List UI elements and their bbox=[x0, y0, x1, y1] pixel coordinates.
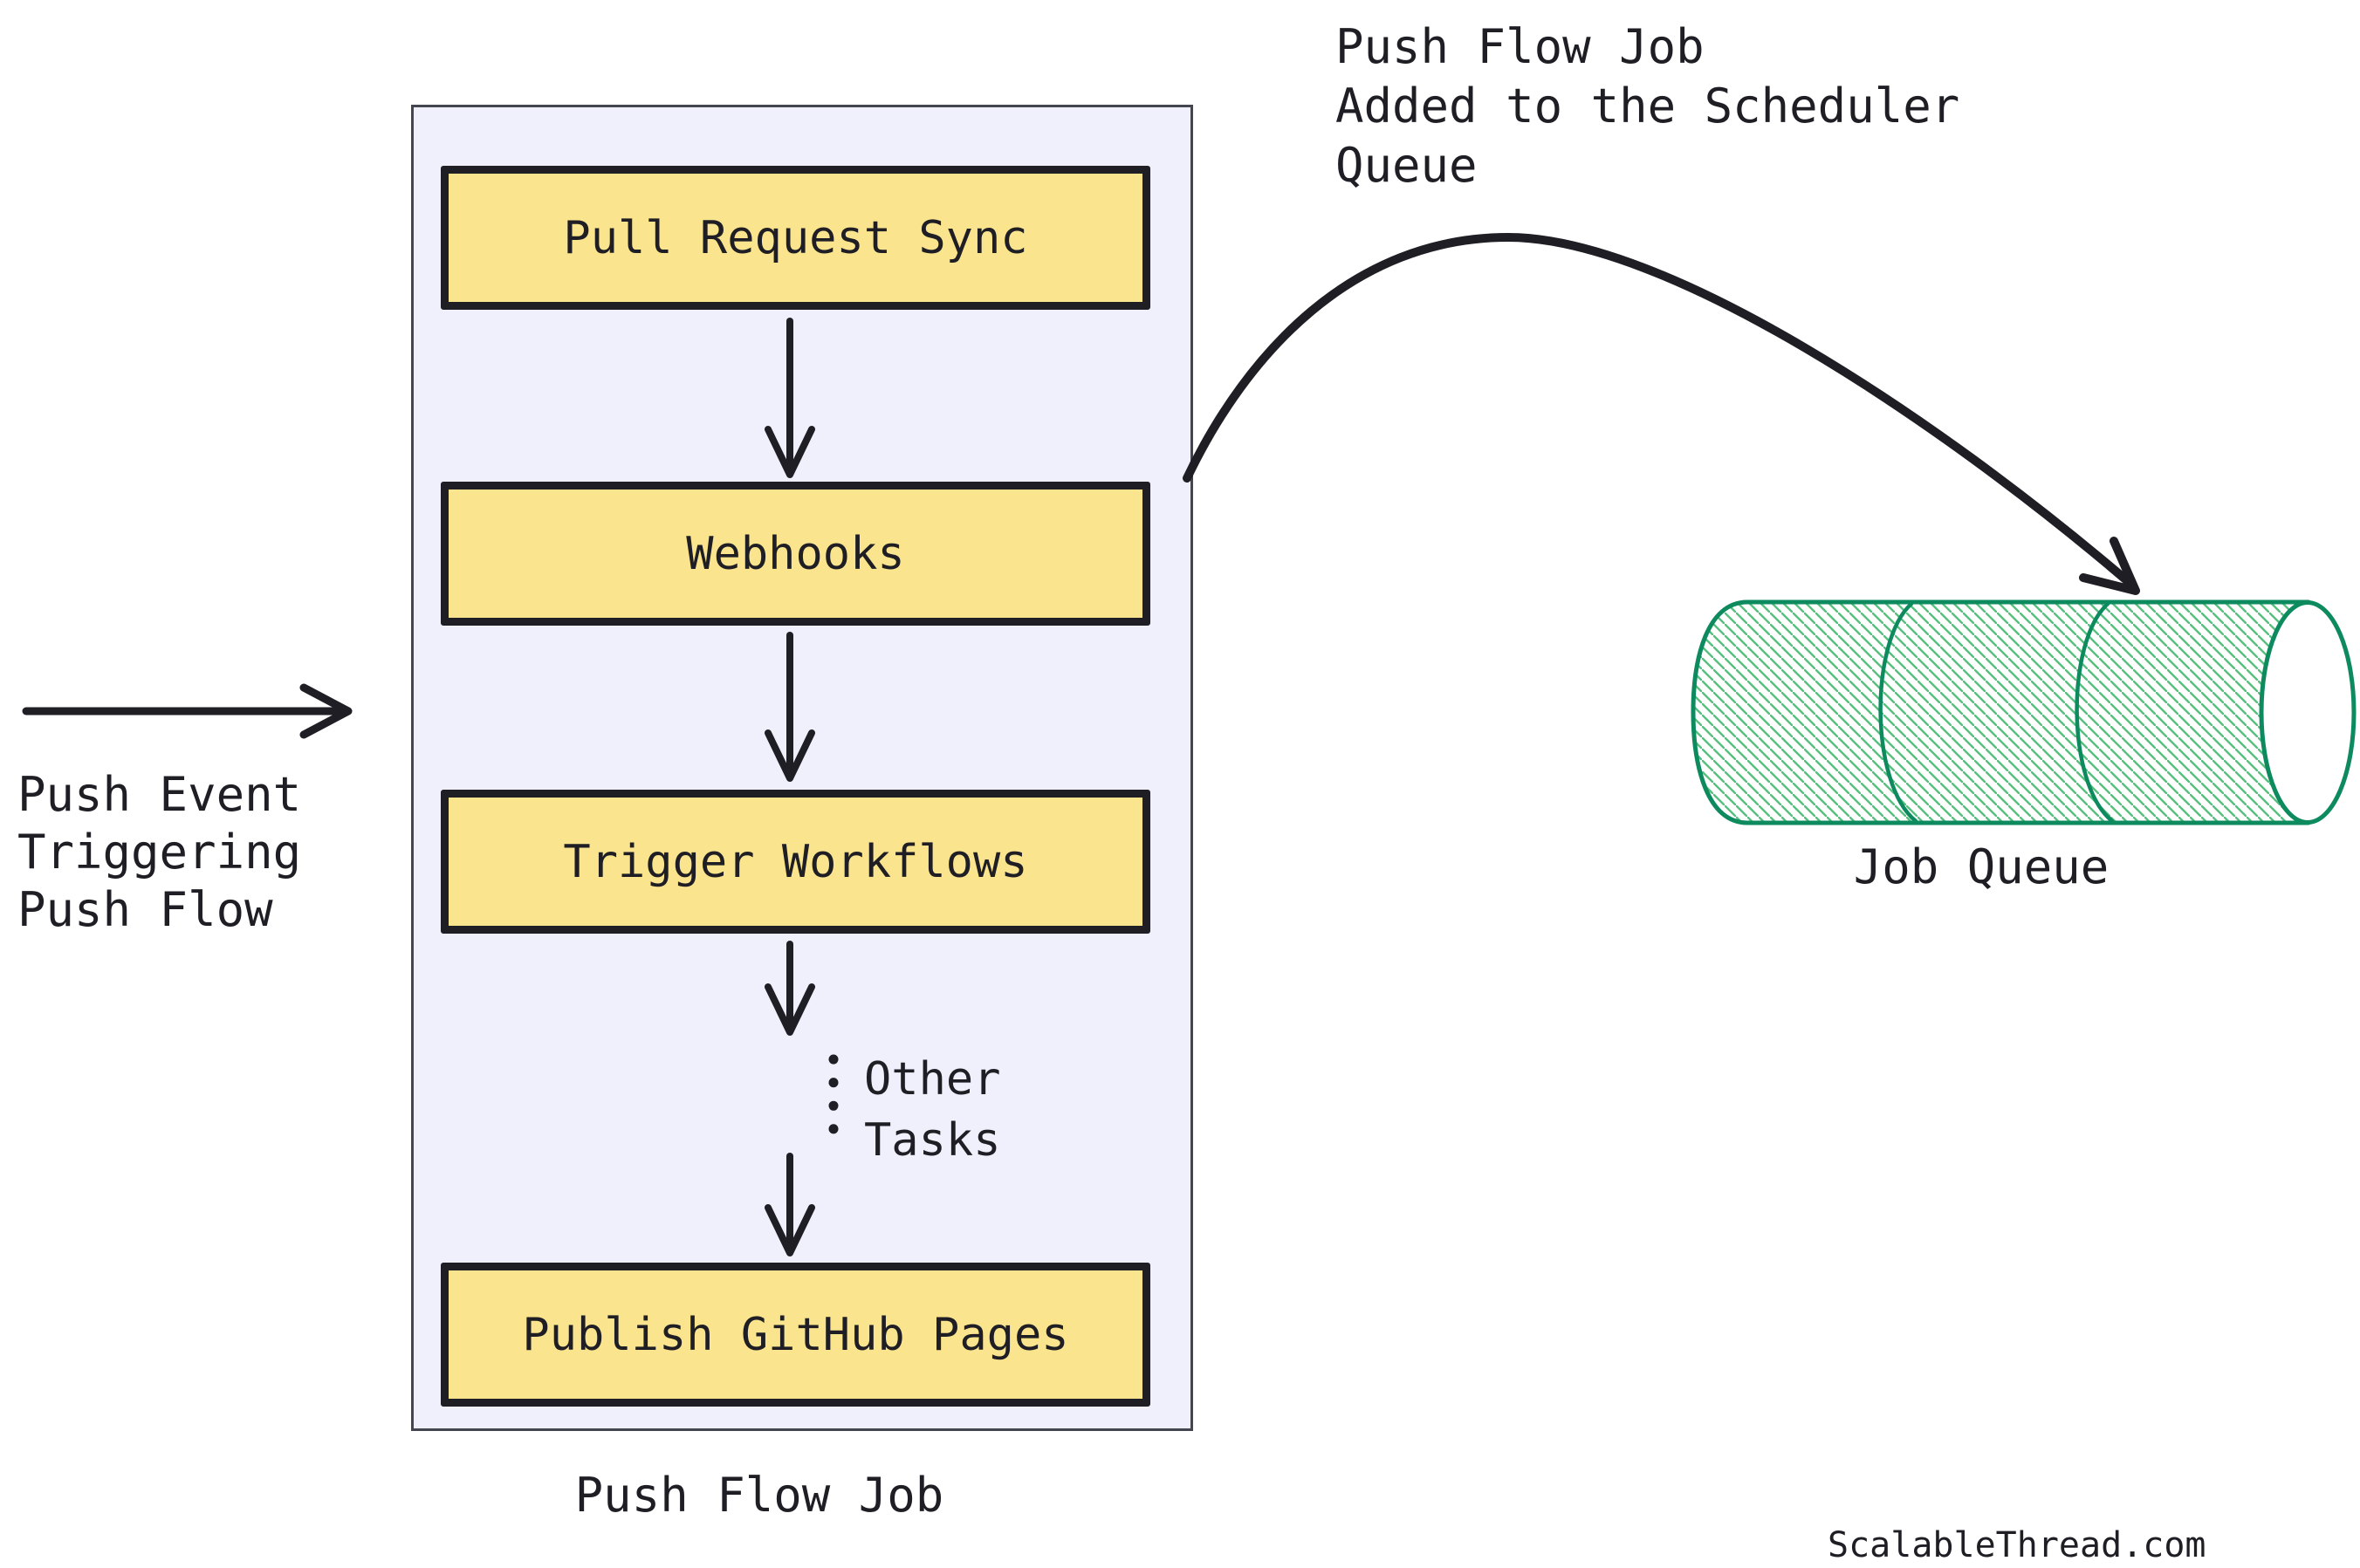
step-trigger-workflows: Trigger Workflows bbox=[441, 790, 1150, 934]
push-flow-job-container bbox=[411, 105, 1193, 1431]
push-flow-job-title: Push Flow Job bbox=[574, 1468, 944, 1523]
watermark: ScalableThread.com bbox=[1828, 1525, 2206, 1565]
other-tasks-note: Other Tasks bbox=[864, 1053, 1001, 1167]
scheduler-queue-annotation: Push Flow Job Added to the Scheduler Que… bbox=[1335, 19, 1960, 193]
cylinder-divider-2 bbox=[2075, 601, 2115, 824]
step-label: Pull Request Sync bbox=[563, 211, 1028, 264]
job-queue-label: Job Queue bbox=[1853, 839, 2110, 894]
cylinder-open-end bbox=[2259, 600, 2357, 825]
flow-step-arrows bbox=[765, 318, 815, 1256]
cylinder-divider-1 bbox=[1878, 601, 1918, 824]
step-pull-request-sync: Pull Request Sync bbox=[441, 166, 1150, 310]
push-event-arrow bbox=[22, 683, 353, 739]
job-queue-cylinder bbox=[1691, 599, 2357, 825]
push-event-annotation: Push Event Triggering Push Flow bbox=[17, 767, 302, 937]
step-label: Webhooks bbox=[686, 527, 905, 580]
step-publish-github-pages: Publish GitHub Pages bbox=[441, 1263, 1150, 1407]
cylinder-body bbox=[1691, 599, 2311, 825]
step-label: Publish GitHub Pages bbox=[522, 1308, 1069, 1361]
step-label: Trigger Workflows bbox=[563, 835, 1028, 888]
scheduler-queue-curved-arrow bbox=[1183, 233, 2140, 595]
step-webhooks: Webhooks bbox=[441, 482, 1150, 626]
